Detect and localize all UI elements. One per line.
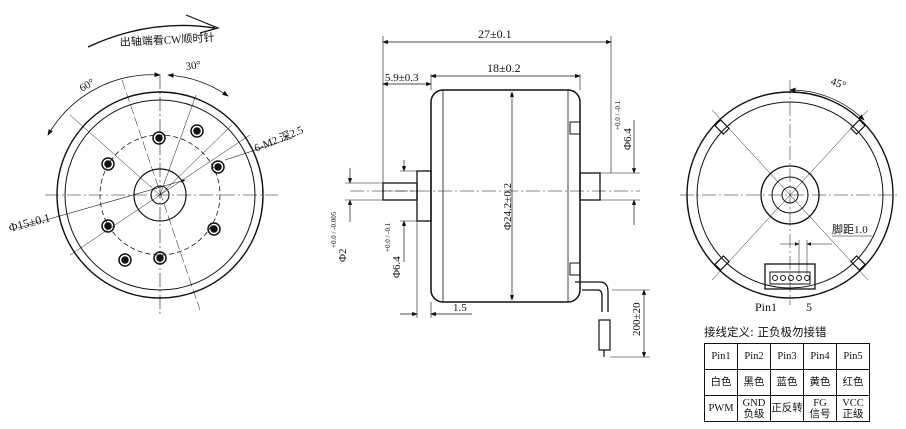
shaft-tol: +0.0 / -0.005 (330, 211, 338, 248)
wiring-title: 接线定义: 正负极勿接错 (704, 325, 827, 339)
holes-note: 6-M2 深2.5 (252, 123, 305, 155)
right-boss-label: Φ6.4 (622, 128, 634, 150)
function-line: GND (742, 397, 766, 409)
shaft-diameter-label: Φ2 (337, 248, 349, 262)
function-line: 负级 (743, 408, 765, 420)
header-cell: Pin3 (770, 343, 804, 370)
left-boss-tol: +0.0 / -0.1 (384, 222, 392, 252)
front-diameter-label: Φ15±0.1 (7, 210, 52, 234)
function-line: 正反转 (771, 403, 803, 414)
boss-height-label: 1.5 (453, 302, 467, 314)
angle-30-label: 30° (185, 59, 202, 73)
body-diameter-label: Φ24.2±0.2 (502, 183, 514, 230)
color-cell: 黄色 (803, 369, 837, 396)
pin5-label: 5 (806, 300, 812, 314)
color-cell: 红色 (836, 369, 870, 396)
header-cell: Pin5 (836, 343, 870, 370)
color-cell: 白色 (704, 369, 738, 396)
function-line: PWM (708, 403, 734, 414)
angle-45-label: 45° (829, 76, 848, 93)
angle-60-label: 60° (78, 77, 97, 95)
color-cell: 黑色 (737, 369, 771, 396)
side-view (345, 36, 650, 358)
function-line: FG (813, 397, 827, 409)
front-view (17, 14, 293, 315)
pin-pitch-label: 脚距1.0 (832, 222, 868, 236)
rotation-arrow (87, 24, 216, 48)
overall-length-label: 27±0.1 (478, 27, 512, 41)
function-cell: 正反转 (770, 395, 804, 422)
header-cell: Pin2 (737, 343, 771, 370)
shaft-length-label: 5.9±0.3 (385, 72, 419, 84)
lead-length-label: 200±20 (631, 302, 643, 336)
right-boss-tol: +0.0 / -0.1 (614, 100, 622, 130)
function-line: VCC (842, 397, 864, 409)
function-cell: PWM (704, 395, 738, 422)
function-line: 正级 (842, 408, 864, 420)
header-cell: Pin4 (803, 343, 837, 370)
header-cell: Pin1 (704, 343, 738, 370)
wiring-table: Pin1 Pin2 Pin3 Pin4 Pin5 白色 黑色 蓝色 黄色 红色 … (704, 343, 870, 422)
table-row: Pin1 Pin2 Pin3 Pin4 Pin5 (704, 343, 870, 370)
rotation-note: 出轴端看CW顺时针 (119, 30, 214, 49)
pin1-label: Pin1 (755, 300, 777, 314)
body-length-label: 18±0.2 (487, 61, 521, 75)
rear-view (680, 80, 900, 305)
table-row: 白色 黑色 蓝色 黄色 红色 (704, 369, 870, 396)
color-cell: 蓝色 (770, 369, 804, 396)
left-boss-label: Φ6.4 (391, 256, 403, 278)
mounting-holes (101, 124, 225, 267)
function-line: 信号 (809, 408, 831, 420)
